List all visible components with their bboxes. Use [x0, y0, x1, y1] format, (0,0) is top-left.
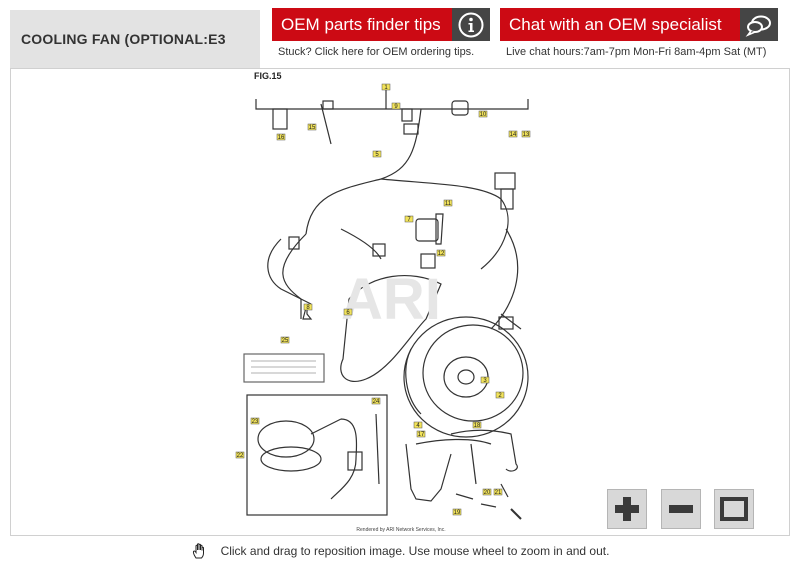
callout[interactable]: 14 — [508, 130, 518, 138]
callout[interactable]: 1 — [381, 83, 391, 91]
callout[interactable]: 16 — [276, 133, 286, 141]
zoom-reset-button[interactable] — [714, 489, 754, 529]
drag-hint-text: Click and drag to reposition image. Use … — [220, 544, 610, 558]
callout[interactable]: 11 — [443, 199, 453, 207]
callout[interactable]: 7 — [404, 215, 414, 223]
zoom-in-button[interactable] — [607, 489, 647, 529]
minus-icon — [669, 505, 693, 513]
svg-text:24: 24 — [373, 399, 380, 405]
section-title-tab: COOLING FAN (OPTIONAL:E3 — [10, 10, 260, 68]
callout[interactable]: 21 — [493, 488, 503, 496]
oem-tips-label: OEM parts finder tips — [272, 8, 452, 41]
chat-button[interactable]: Chat with an OEM specialist — [500, 8, 778, 41]
square-icon — [720, 497, 748, 521]
svg-text:2: 2 — [498, 393, 502, 399]
oem-tips-block: OEM parts finder tips Stuck? Click here … — [272, 8, 490, 58]
svg-text:7: 7 — [407, 217, 411, 223]
svg-text:19: 19 — [454, 510, 461, 516]
hand-cursor-icon — [191, 542, 209, 560]
svg-text:14: 14 — [510, 132, 517, 138]
chat-label: Chat with an OEM specialist — [500, 8, 740, 41]
svg-text:21: 21 — [495, 490, 502, 496]
callout[interactable]: 2 — [495, 391, 505, 399]
callout[interactable]: 9 — [391, 102, 401, 110]
oem-tips-subtext[interactable]: Stuck? Click here for OEM ordering tips. — [278, 46, 475, 58]
svg-text:1: 1 — [384, 85, 388, 91]
svg-text:13: 13 — [523, 132, 530, 138]
oem-tips-button[interactable]: OEM parts finder tips — [272, 8, 490, 41]
callout[interactable]: 12 — [436, 249, 446, 257]
callout[interactable]: 10 — [478, 110, 488, 118]
diagram-watermark: ARI — [341, 267, 441, 332]
figure-label: FIG.15 — [254, 71, 282, 81]
svg-text:12: 12 — [438, 251, 445, 257]
chat-hours: Live chat hours:7am-7pm Mon-Fri 8am-4pm … — [506, 46, 767, 58]
svg-text:25: 25 — [282, 338, 289, 344]
svg-text:17: 17 — [418, 432, 425, 438]
callout[interactable]: 3 — [480, 376, 490, 384]
info-icon — [452, 8, 490, 41]
callout[interactable]: 5 — [372, 150, 382, 158]
svg-text:18: 18 — [474, 423, 481, 429]
callout[interactable]: 17 — [416, 430, 426, 438]
svg-text:6: 6 — [346, 310, 350, 316]
callout[interactable]: 22 — [235, 451, 245, 459]
chat-block: Chat with an OEM specialist Live chat ho… — [500, 8, 778, 58]
diagram-credit: Rendered by ARI Network Services, Inc. — [356, 527, 445, 533]
svg-text:8: 8 — [306, 305, 310, 311]
callout[interactable]: 4 — [413, 421, 423, 429]
svg-text:4: 4 — [416, 423, 420, 429]
callout[interactable]: 24 — [371, 397, 381, 405]
callout[interactable]: 8 — [303, 303, 313, 311]
svg-text:10: 10 — [480, 112, 487, 118]
svg-text:16: 16 — [278, 135, 285, 141]
plus-icon — [615, 497, 639, 521]
zoom-out-button[interactable] — [661, 489, 701, 529]
section-title: COOLING FAN (OPTIONAL:E3 — [21, 31, 226, 47]
svg-text:22: 22 — [237, 453, 244, 459]
callout[interactable]: 6 — [343, 308, 353, 316]
callout[interactable]: 15 — [307, 123, 317, 131]
callout[interactable]: 19 — [452, 508, 462, 516]
svg-text:11: 11 — [445, 201, 452, 207]
parts-diagram-viewer[interactable]: ARI FIG.15 1 2 3 4 5 6 7 8 9 10 11 12 13… — [10, 68, 790, 536]
svg-text:15: 15 — [309, 125, 316, 131]
parts-diagram[interactable]: ARI FIG.15 1 2 3 4 5 6 7 8 9 10 11 12 13… — [11, 69, 790, 536]
svg-text:9: 9 — [394, 104, 398, 110]
callout[interactable]: 25 — [280, 336, 290, 344]
svg-text:23: 23 — [252, 419, 259, 425]
chat-bubbles-icon — [740, 8, 778, 41]
callout[interactable]: 18 — [472, 421, 482, 429]
svg-text:3: 3 — [483, 378, 487, 384]
callout[interactable]: 23 — [250, 417, 260, 425]
svg-text:5: 5 — [375, 152, 379, 158]
svg-text:20: 20 — [484, 490, 491, 496]
callout[interactable]: 13 — [521, 130, 531, 138]
callout[interactable]: 20 — [482, 488, 492, 496]
drag-hint-bar: Click and drag to reposition image. Use … — [0, 537, 800, 565]
